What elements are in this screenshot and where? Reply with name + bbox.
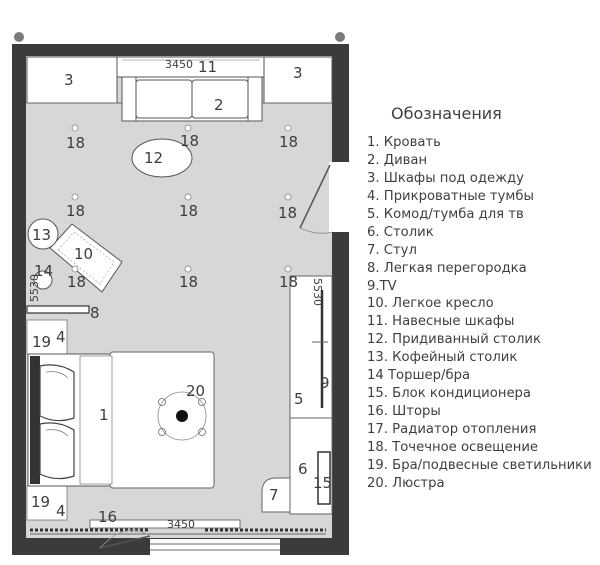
marker-11: 11 <box>198 58 217 76</box>
legend-item: 2. Диван <box>367 152 428 168</box>
marker-8: 8 <box>90 304 100 322</box>
legend-item: 6. Столик <box>367 224 434 240</box>
legend-item: 5. Комод/тумба для тв <box>367 206 524 222</box>
legend-item: 19. Бра/подвесные светильники <box>367 457 592 473</box>
svg-text:18: 18 <box>66 134 85 152</box>
marker-1: 1 <box>99 406 109 424</box>
dim-left: 5530 <box>28 274 41 302</box>
marker-2: 2 <box>214 96 224 114</box>
svg-text:18: 18 <box>67 273 86 291</box>
legend-item: 9.TV <box>367 278 397 294</box>
corner-screws <box>14 32 345 42</box>
spot-light-labels: 18 18 18 18 18 18 18 18 18 <box>66 132 298 291</box>
legend-item: 18. Точечное освещение <box>367 439 539 455</box>
radiator <box>89 519 241 529</box>
legend: Обозначения 1. Кровать 2. Диван 3. Шкафы… <box>367 104 599 493</box>
tv <box>312 290 328 408</box>
coffee-table <box>27 218 59 250</box>
marker-19-bottom: 19 <box>31 493 50 511</box>
marker-5: 5 <box>294 390 304 408</box>
balcony-door <box>99 529 151 549</box>
chair <box>261 477 291 513</box>
svg-text:18: 18 <box>66 202 85 220</box>
nightstand-top <box>26 319 68 355</box>
marker-6: 6 <box>298 460 308 478</box>
legend-item: 20. Люстра <box>367 475 445 491</box>
dim-bottom: 3450 <box>167 518 195 531</box>
ac-unit <box>317 451 331 505</box>
legend-item: 3. Шкафы под одежду <box>367 170 524 186</box>
marker-4-top: 4 <box>56 328 66 346</box>
wardrobe-left <box>26 56 118 104</box>
sofa <box>121 76 263 122</box>
svg-text:18: 18 <box>278 204 297 222</box>
legend-item: 11. Навесные шкафы <box>367 314 515 330</box>
legend-title: Обозначения <box>391 104 502 123</box>
legend-item: 16. Шторы <box>367 404 441 420</box>
svg-text:18: 18 <box>179 202 198 220</box>
partition <box>26 305 90 314</box>
dim-right: 5530 <box>311 278 324 306</box>
legend-item: 4. Прикроватные тумбы <box>367 188 534 204</box>
dim-top: 3450 <box>165 58 193 71</box>
legend-item: 8. Легкая перегородка <box>367 260 527 276</box>
side-table <box>131 138 193 178</box>
spot-lights <box>71 124 292 273</box>
marker-3-left: 3 <box>64 71 74 89</box>
marker-9: 9 <box>320 374 330 392</box>
marker-3-right: 3 <box>293 64 303 82</box>
marker-10: 10 <box>74 245 93 263</box>
legend-item: 10. Легкое кресло <box>367 296 494 312</box>
svg-text:18: 18 <box>179 273 198 291</box>
door-right <box>299 162 352 234</box>
legend-item: 17. Радиатор отопления <box>367 422 537 437</box>
marker-4-bottom: 4 <box>56 502 66 520</box>
marker-14: 14 <box>34 262 53 280</box>
marker-15: 15 <box>313 474 332 492</box>
armchair <box>49 223 123 293</box>
marker-19-top: 19 <box>32 333 51 351</box>
svg-text:18: 18 <box>279 273 298 291</box>
svg-text:18: 18 <box>180 132 199 150</box>
wardrobe-right <box>263 56 333 104</box>
floor-plan: 3450 3450 5530 5530 3 11 3 2 12 13 10 14… <box>12 32 352 555</box>
window-bottom <box>150 539 280 555</box>
marker-16: 16 <box>98 508 117 526</box>
marker-13: 13 <box>32 226 51 244</box>
floor-lamp <box>33 270 53 290</box>
legend-list: 1. Кровать 2. Диван 3. Шкафы под одежду … <box>367 134 599 493</box>
marker-12: 12 <box>144 149 163 167</box>
svg-text:18: 18 <box>279 133 298 151</box>
legend-item: 15. Блок кондиционера <box>367 386 532 402</box>
bed <box>27 351 215 489</box>
legend-item: 1. Кровать <box>367 135 441 150</box>
marker-7: 7 <box>269 486 279 504</box>
legend-item: 13. Кофейный столик <box>367 350 518 366</box>
marker-20: 20 <box>186 382 205 400</box>
legend-item: 7. Стул <box>367 242 417 258</box>
legend-item: 14 Торшер/бра <box>367 368 471 384</box>
nightstand-bottom <box>26 485 68 521</box>
chandelier <box>157 391 207 441</box>
legend-item: 12. Придиванный столик <box>367 332 541 348</box>
